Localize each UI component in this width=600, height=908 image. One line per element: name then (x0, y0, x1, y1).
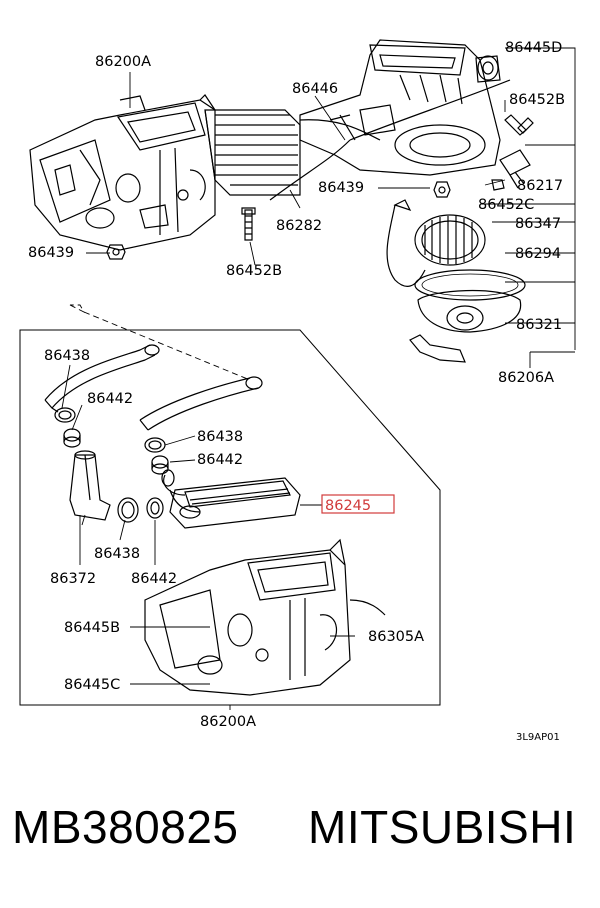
manufacturer-name: MITSUBISHI (308, 801, 577, 853)
pipe-86372 (69, 450, 111, 521)
label-86439-left: 86439 (28, 245, 74, 261)
label-86282: 86282 (276, 218, 322, 234)
nut-86439-left (106, 244, 126, 260)
heater-core-86245 (161, 469, 301, 529)
diagram-code: 3L9AP01 (516, 732, 560, 743)
label-86372: 86372 (50, 571, 96, 587)
leader-lines-bottom (61, 364, 355, 710)
label-86445B: 86445B (64, 620, 120, 636)
label-86200A-bottom: 86200A (200, 714, 256, 730)
hose-upper-86438 (44, 344, 160, 413)
grommet-86442-c (146, 497, 164, 519)
label-86452B-lower: 86452B (226, 263, 282, 279)
heater-unit-bottom (144, 538, 386, 696)
label-86305A: 86305A (368, 629, 424, 645)
label-86445C: 86445C (64, 677, 120, 693)
label-86452C: 86452C (478, 197, 534, 213)
label-86445D: 86445D (505, 40, 562, 56)
grommet-86442-a (63, 428, 81, 448)
label-86442-b: 86442 (197, 452, 243, 468)
parts-diagram: 86200A 86446 86445D 86452B 86439 86217 8… (19, 39, 576, 743)
fan-ring-86294 (414, 269, 526, 301)
leader-lines-top (86, 47, 576, 368)
label-86294: 86294 (515, 246, 561, 262)
hose-lower-86438 (139, 376, 263, 431)
label-86206A: 86206A (498, 370, 554, 386)
label-86438-a: 86438 (44, 348, 90, 364)
label-86321: 86321 (516, 317, 562, 333)
label-86442-c: 86442 (131, 571, 177, 587)
nut-86439-mid (433, 181, 451, 198)
label-86442-a: 86442 (87, 391, 133, 407)
footer-caption: MB380825 MITSUBISHI (0, 800, 600, 880)
label-86439-mid: 86439 (318, 180, 364, 196)
label-86446: 86446 (292, 81, 338, 97)
label-86452B-right: 86452B (509, 92, 565, 108)
label-86438-b: 86438 (197, 429, 243, 445)
actuator-86445D (475, 55, 501, 83)
grommet-86442-b (151, 455, 169, 475)
label-86245: 86245 (325, 498, 371, 514)
air-duct (204, 109, 301, 196)
resistor-86217 (491, 149, 531, 191)
blower-case (299, 39, 501, 176)
clamp-86438-c (117, 497, 139, 523)
detail-arrow (69, 304, 251, 381)
clamp-86438-a (54, 407, 76, 423)
label-86217: 86217 (517, 178, 563, 194)
heater-unit-top (29, 94, 216, 251)
screw-86452B-right (504, 114, 534, 136)
detail-frame (19, 329, 441, 706)
motor-housing-86321 (409, 289, 522, 363)
highlight-box-86245 (321, 494, 395, 514)
screw-86452B-lower (241, 207, 256, 241)
label-86347: 86347 (515, 216, 561, 232)
label-86200A-top: 86200A (95, 54, 151, 70)
label-86438-c: 86438 (94, 546, 140, 562)
part-number: MB380825 (12, 801, 239, 853)
clamp-86438-b (144, 437, 166, 453)
control-cable (269, 79, 511, 201)
